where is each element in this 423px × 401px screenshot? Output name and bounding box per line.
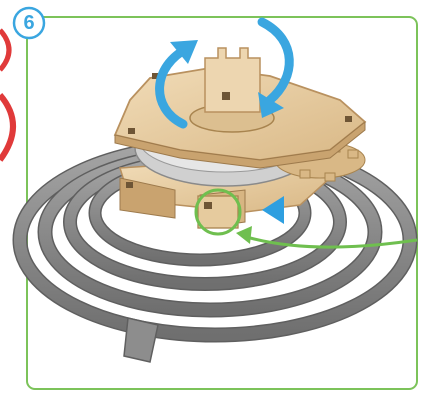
step-number: 6 [14,8,44,38]
adjacent-panel-marks [0,30,13,160]
